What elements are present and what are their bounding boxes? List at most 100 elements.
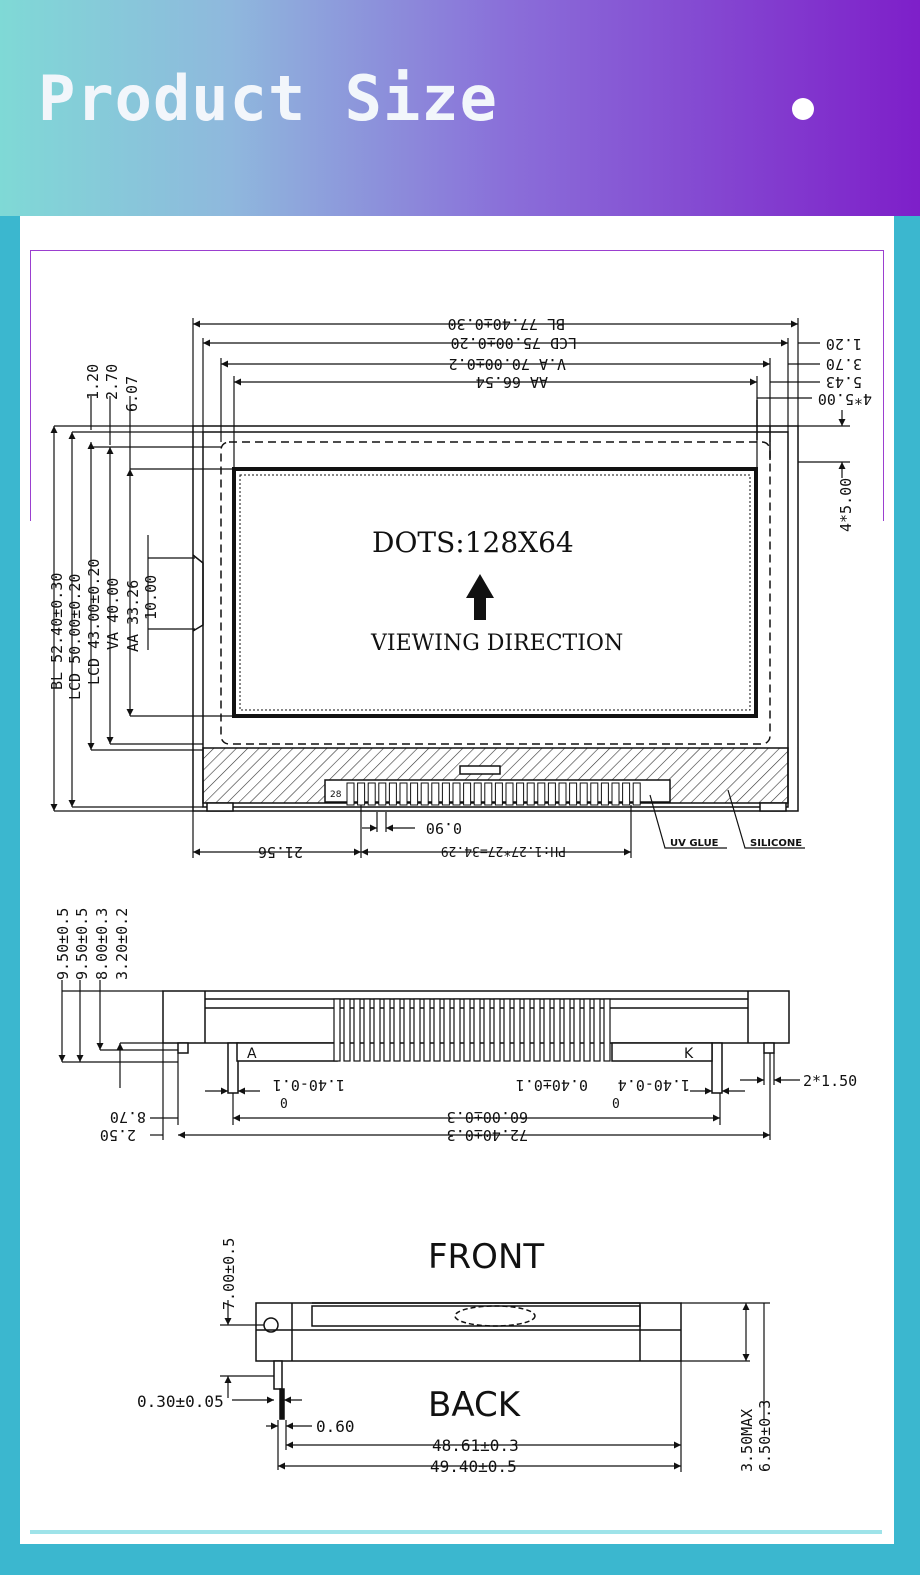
va-outline [220, 441, 771, 745]
dim-9-50-a: 9.50±0.5 [54, 908, 72, 980]
dim-6-07-left: 6.07 [123, 376, 141, 412]
side-pin [403, 998, 411, 1062]
side-pin [543, 998, 551, 1062]
side-pin [483, 998, 491, 1062]
dim-3-50-max: 3.50MAX [738, 1409, 756, 1472]
dim-48-61: 48.61±0.3 [432, 1436, 519, 1455]
dim-bl-width: BL 77.40±0.30 [448, 315, 565, 333]
side-pin [413, 998, 421, 1062]
fpc-pin [420, 782, 429, 806]
back-label: BACK [428, 1385, 522, 1425]
front-view [192, 400, 799, 812]
module-body [255, 1302, 682, 1362]
fpc-pin [547, 782, 556, 806]
left-dimension-labels: BL 52.40±0.30 LCD 50.00±0.20 LCD 43.00±0… [48, 364, 160, 700]
dim-va-width: V.A 70.00±0.2 [449, 355, 566, 373]
side-texts: A K [247, 1046, 694, 1062]
top-dimension-labels: BL 77.40±0.30 LCD 75.00±0.20 V.A 70.00±0… [448, 315, 872, 408]
fpc-pin [410, 782, 419, 806]
dim-2x1-50: 2*1.50 [803, 1072, 857, 1090]
front-texts: DOTS:128X64 VIEWING DIRECTION 28 [330, 526, 623, 800]
side-dimensions [58, 980, 800, 1140]
page-title: Product Size [38, 62, 498, 135]
dim-3-70: 3.70 [826, 355, 862, 373]
fpc-pin [516, 782, 525, 806]
fpc-pin [463, 782, 472, 806]
dim-8-00: 8.00±0.3 [93, 908, 111, 980]
dim-4x5-right: 4*5.00 [837, 478, 855, 532]
cathode-label: K [684, 1046, 694, 1062]
dim-5-43: 5.43 [826, 373, 862, 391]
pin-number: 28 [330, 790, 342, 800]
fpc-pin [526, 782, 535, 806]
fpc-pin [484, 782, 493, 806]
thickness-dimensions [220, 1300, 770, 1472]
dim-49-40: 49.40±0.5 [430, 1457, 517, 1476]
silicone-label: SILICONE [750, 838, 802, 849]
dim-9-50-b: 9.50±0.5 [73, 908, 91, 980]
right-dimension [798, 410, 850, 478]
dim-2-70-left: 2.70 [103, 364, 121, 400]
dim-aa-width: AA 66.54 [476, 373, 548, 391]
fpc-pin [632, 782, 641, 806]
thickness-texts: FRONT BACK [428, 1237, 544, 1425]
side-pin [523, 998, 531, 1062]
side-pin [503, 998, 511, 1062]
arrow-up-icon [466, 574, 494, 620]
side-pin [343, 998, 351, 1062]
fpc-pin [431, 782, 440, 806]
dim-pin-w-right: 1.40-0.4 [618, 1076, 690, 1094]
dim-pin-w-right-sub: 0 [612, 1097, 620, 1112]
dim-72-40: 72.40±0.3 [447, 1126, 528, 1144]
left-dimensions [50, 396, 234, 812]
viewing-direction-label: VIEWING DIRECTION [370, 631, 623, 656]
dim-10-00: 10.00 [142, 575, 160, 620]
fpc-pin [622, 782, 631, 806]
side-pin [553, 998, 561, 1062]
thickness-dimension-labels: 7.00±0.5 0.30±0.05 0.60 48.61±0.3 49.40±… [137, 1238, 774, 1476]
fpc-pin [600, 782, 609, 806]
side-dimension-labels: 9.50±0.5 9.50±0.5 8.00±0.3 3.20±0.2 1.40… [54, 908, 857, 1144]
fpc-pin [399, 782, 408, 806]
dim-0-90: 0.90 [426, 819, 462, 837]
uv-glue-label: UV GLUE [670, 838, 719, 849]
fpc-pin [569, 782, 578, 806]
side-pin [423, 998, 431, 1062]
fpc-pin [590, 782, 599, 806]
side-pin [533, 998, 541, 1062]
front-label: FRONT [428, 1237, 544, 1277]
bottom-dimensions [192, 789, 805, 858]
dim-3-20: 3.20±0.2 [113, 908, 131, 980]
dim-0-60: 0.60 [316, 1417, 355, 1436]
aa-dots [239, 474, 751, 711]
fpc-pin [473, 782, 482, 806]
dim-1-20-left: 1.20 [84, 364, 102, 400]
dim-lcd-height: LCD 50.00±0.20 [66, 574, 84, 700]
bottom-dimension-labels: 0.90 21.56 PH:1.27*27=34.29 UV GLUE SILI… [258, 819, 802, 861]
side-pin [393, 998, 401, 1062]
dim-pin-w-left-sub: 0 [280, 1097, 288, 1112]
dim-pin-w-left: 1.40-0.1 [273, 1076, 345, 1094]
header-banner: Product Size [0, 0, 920, 216]
panel-bottom-line [30, 1530, 882, 1534]
side-pin [333, 998, 341, 1062]
fpc-pin [357, 782, 366, 806]
side-pin [453, 998, 461, 1062]
fpc-pin [378, 782, 387, 806]
fpc-pin [346, 782, 355, 806]
side-pin [593, 998, 601, 1062]
side-pin [473, 998, 481, 1062]
dim-lcd43-height: LCD 43.00±0.20 [85, 559, 103, 685]
side-pin [353, 998, 361, 1062]
fpc-pin [611, 782, 620, 806]
fpc-pin [558, 782, 567, 806]
bl-outline [192, 425, 799, 812]
dim-2-50: 2.50 [100, 1126, 136, 1144]
side-pin [433, 998, 441, 1062]
fpc-pin [505, 782, 514, 806]
top-dimensions [192, 318, 820, 469]
dim-21-56: 21.56 [258, 843, 303, 861]
fpc-pin [441, 782, 450, 806]
pin-row [346, 782, 641, 806]
